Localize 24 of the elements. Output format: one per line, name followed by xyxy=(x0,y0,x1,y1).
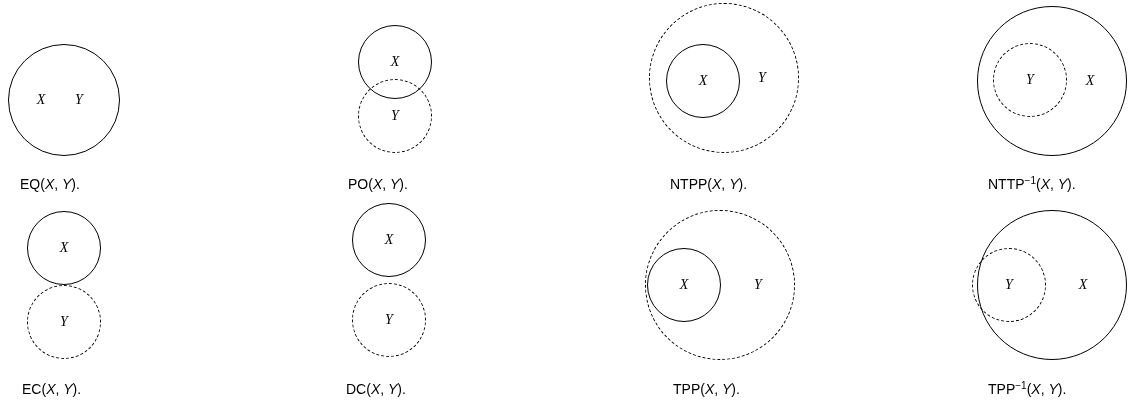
region-label: X xyxy=(36,93,46,107)
relation-caption: NTPP(X, Y). xyxy=(670,177,748,191)
relation-caption: NTTP$^{−1}$(X, Y). xyxy=(988,177,1076,191)
region-label: Y xyxy=(391,109,399,123)
relation-caption: EC(X, Y). xyxy=(22,382,82,396)
region-label: Y xyxy=(1026,73,1034,87)
region-label: Y xyxy=(60,315,68,329)
relation-caption: TPP(X, Y). xyxy=(673,382,740,396)
region-label: X xyxy=(1078,278,1088,292)
region-label: Y xyxy=(758,71,766,85)
region-label: Y xyxy=(385,313,393,327)
region-label: X xyxy=(679,278,689,292)
region-label: Y xyxy=(1005,278,1013,292)
relation-caption: DC(X, Y). xyxy=(346,382,406,396)
relation-caption: EQ(X, Y). xyxy=(20,177,80,191)
region-label: X xyxy=(390,55,400,69)
region-label: X xyxy=(1085,74,1095,88)
region-label: X xyxy=(59,241,69,255)
region-label: Y xyxy=(75,93,83,107)
region-label: X xyxy=(698,74,708,88)
region-label: X xyxy=(384,233,394,247)
relation-caption: TPP$^{−1}$(X, Y). xyxy=(988,382,1067,396)
region-label: Y xyxy=(754,278,762,292)
relation-caption: PO(X, Y). xyxy=(348,177,408,191)
